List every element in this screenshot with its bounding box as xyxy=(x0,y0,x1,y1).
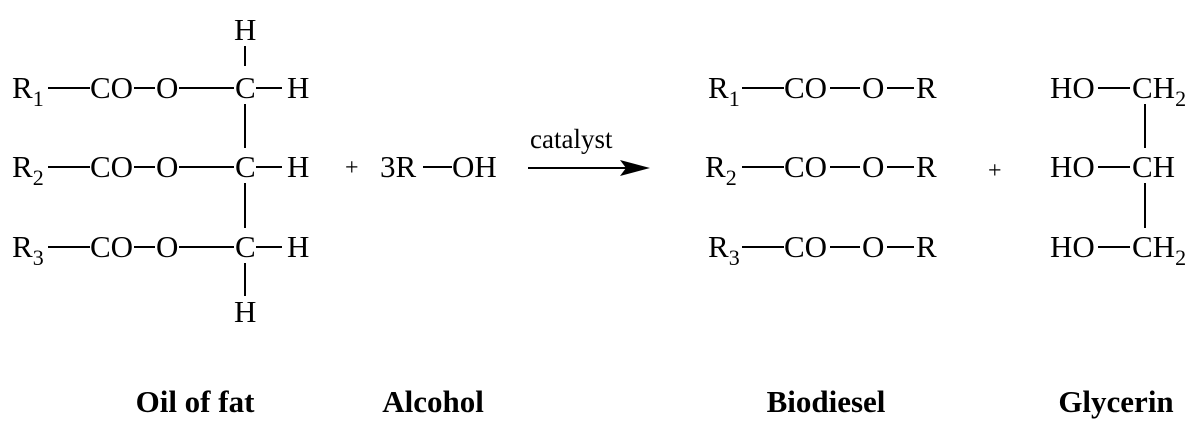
oil-bottom-h: H xyxy=(234,294,256,329)
oil-row-co: CO xyxy=(90,229,133,264)
glycerin-label: Glycerin xyxy=(1058,384,1173,419)
oil-row-co: CO xyxy=(90,70,133,105)
glycerin-row-c: CH2 xyxy=(1132,70,1186,111)
oil-row-3: R3 CO O C H xyxy=(12,229,309,270)
oil-row-c: C xyxy=(235,70,256,105)
glycerin-row-c: CH xyxy=(1132,149,1175,184)
alcohol-molecule: 3R OH xyxy=(380,149,497,184)
alcohol-label: Alcohol xyxy=(382,384,484,419)
biodiesel-row-r: R2 xyxy=(705,149,737,190)
biodiesel-row-2: R2 CO O R xyxy=(705,149,937,190)
biodiesel-row-end: R xyxy=(916,149,937,184)
biodiesel-row-o: O xyxy=(862,149,884,184)
arrow-head xyxy=(620,160,650,176)
oil-row-c: C xyxy=(235,149,256,184)
biodiesel-row-3: R3 CO O R xyxy=(708,229,937,270)
biodiesel-row-end: R xyxy=(916,70,937,105)
oil-row-o: O xyxy=(156,70,178,105)
glycerin-molecule: HO CH2 HO CH HO CH2 xyxy=(1050,70,1186,270)
oil-row-h: H xyxy=(287,229,309,264)
oil-row-o: O xyxy=(156,229,178,264)
glycerin-row-c: CH2 xyxy=(1132,229,1186,270)
biodiesel-row-end: R xyxy=(916,229,937,264)
plus-sign: + xyxy=(988,158,1002,184)
biodiesel-row-co: CO xyxy=(784,229,827,264)
oil-row-o: O xyxy=(156,149,178,184)
biodiesel-label: Biodiesel xyxy=(767,384,886,419)
oil-row-h: H xyxy=(287,70,309,105)
oil-row-2: R2 CO O C H xyxy=(12,149,309,190)
biodiesel-row-co: CO xyxy=(784,70,827,105)
biodiesel-row-r: R3 xyxy=(708,229,740,270)
biodiesel-molecules: R1 CO O R R2 CO O R R3 CO O R xyxy=(705,70,937,270)
glycerin-row-1: HO CH2 xyxy=(1050,70,1186,111)
alcohol-formula-pre: 3R xyxy=(380,149,417,184)
glycerin-row-ho: HO xyxy=(1050,149,1095,184)
oil-row-r: R1 xyxy=(12,70,44,111)
oil-label: Oil of fat xyxy=(136,384,255,419)
biodiesel-row-co: CO xyxy=(784,149,827,184)
oil-row-c: C xyxy=(235,229,256,264)
glycerin-row-2: HO CH xyxy=(1050,149,1175,184)
plus-sign: + xyxy=(345,155,359,181)
oil-row-co: CO xyxy=(90,149,133,184)
oil-molecule: H R1 CO O C H R2 CO O C H xyxy=(12,12,309,329)
alcohol-formula-post: OH xyxy=(452,149,497,184)
glycerin-row-ho: HO xyxy=(1050,70,1095,105)
glycerin-row-ho: HO xyxy=(1050,229,1095,264)
oil-row-r: R3 xyxy=(12,229,44,270)
oil-row-1: R1 CO O C H xyxy=(12,70,309,111)
oil-row-r: R2 xyxy=(12,149,44,190)
biodiesel-row-o: O xyxy=(862,229,884,264)
biodiesel-row-r: R1 xyxy=(708,70,740,111)
biodiesel-row-o: O xyxy=(862,70,884,105)
reaction-arrow: catalyst xyxy=(528,124,650,176)
oil-top-h: H xyxy=(234,12,256,47)
biodiesel-row-1: R1 CO O R xyxy=(708,70,937,111)
catalyst-label: catalyst xyxy=(530,124,613,154)
glycerin-row-3: HO CH2 xyxy=(1050,229,1186,270)
oil-row-h: H xyxy=(287,149,309,184)
